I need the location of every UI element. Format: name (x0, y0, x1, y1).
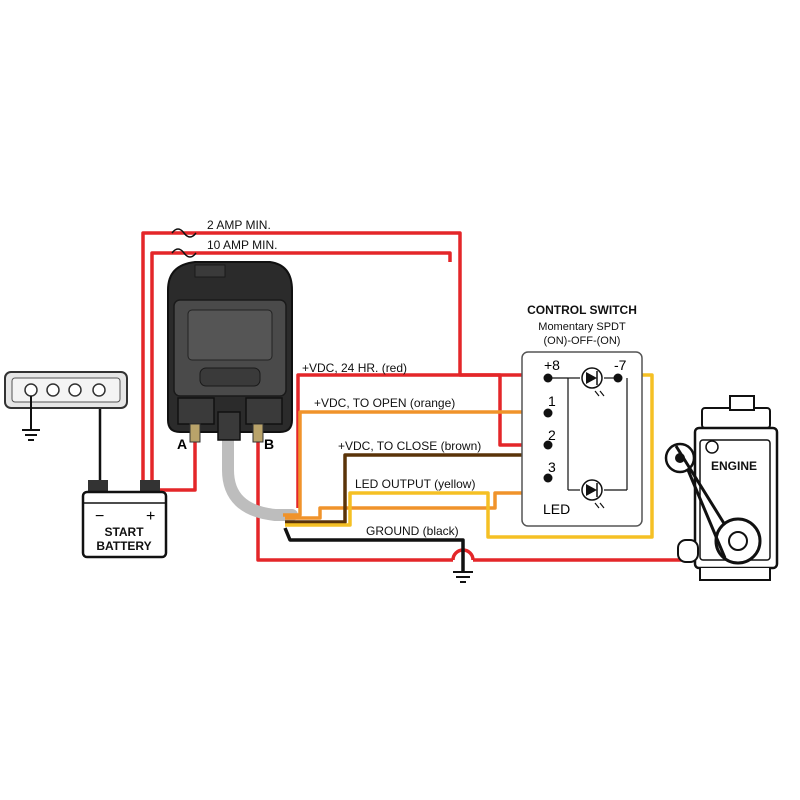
start-battery: − + START BATTERY (81, 480, 168, 559)
battery-label-line2: BATTERY (96, 539, 151, 553)
relay: A B (167, 261, 293, 452)
control-switch-mode: (ON)-OFF-(ON) (544, 335, 621, 347)
wire-label-red: +VDC, 24 HR. (red) (302, 361, 407, 375)
busbar-terminal-icon (68, 383, 82, 397)
fuses: 2 AMP MIN. 10 AMP MIN. (171, 218, 277, 258)
red-wire-engine (256, 440, 453, 562)
switch-terminal-1 (543, 408, 553, 418)
wire-label-black: GROUND (black) (366, 524, 459, 538)
switch-pin-plus8: +8 (544, 357, 560, 373)
wire-labels: +VDC, 24 HR. (red) +VDC, TO OPEN (orange… (302, 361, 481, 538)
red-wire-10amp (150, 251, 452, 490)
switch-terminal-minus7 (613, 373, 623, 383)
switch-terminal-2 (543, 440, 553, 450)
battery-neg-post (88, 480, 108, 492)
led-bottom-icon (581, 479, 605, 509)
control-switch: CONTROL SWITCH Momentary SPDT (ON)-OFF-(… (521, 303, 643, 527)
switch-pin-1: 1 (548, 393, 556, 409)
yellow-wire (285, 373, 654, 539)
fuse-2amp-label: 2 AMP MIN. (207, 218, 271, 232)
engine-label: ENGINE (711, 459, 757, 473)
fuse-2amp-icon (171, 228, 197, 238)
switch-terminal-plus8 (543, 373, 553, 383)
wire-conduit (222, 434, 298, 521)
battery-neg-symbol: − (95, 508, 104, 525)
relay-terminal-b-label: B (264, 436, 274, 452)
control-switch-title: CONTROL SWITCH (527, 303, 637, 317)
wire-label-yellow: LED OUTPUT (yellow) (355, 477, 475, 491)
battery-label-line1: START (104, 525, 144, 539)
orange-wire-led (285, 491, 585, 520)
red-wire-switch-pin2 (296, 373, 545, 508)
engine: ENGINE (664, 395, 779, 581)
busbar-terminal-icon (46, 383, 60, 397)
switch-pin-3: 3 (548, 459, 556, 475)
busbar (4, 371, 128, 441)
ground-symbol-icon (453, 571, 473, 583)
busbar-terminal-icon (92, 383, 106, 397)
control-switch-subtitle: Momentary SPDT (538, 321, 626, 333)
busbar-terminal-icon (24, 383, 38, 397)
wire-label-orange: +VDC, TO OPEN (orange) (314, 396, 455, 410)
led-top-icon (581, 367, 605, 397)
red-wire-battery-relay (150, 440, 197, 492)
fuse-10amp-label: 10 AMP MIN. (207, 238, 277, 252)
battery-pos-symbol: + (146, 508, 155, 525)
orange-wire (283, 410, 545, 517)
relay-terminal-a-icon (189, 423, 201, 443)
fuse-10amp-icon (171, 248, 197, 258)
switch-terminal-3 (543, 473, 553, 483)
battery-pos-post (140, 480, 160, 492)
switch-led-label: LED (543, 501, 570, 517)
switch-pin-minus7: -7 (614, 357, 627, 373)
relay-terminal-a-label: A (177, 436, 187, 452)
wire-label-brown: +VDC, TO CLOSE (brown) (338, 439, 481, 453)
ground-symbol-icon (22, 429, 40, 441)
switch-pin-2: 2 (548, 427, 556, 443)
black-wire (283, 527, 465, 572)
relay-terminal-b-icon (252, 423, 264, 443)
